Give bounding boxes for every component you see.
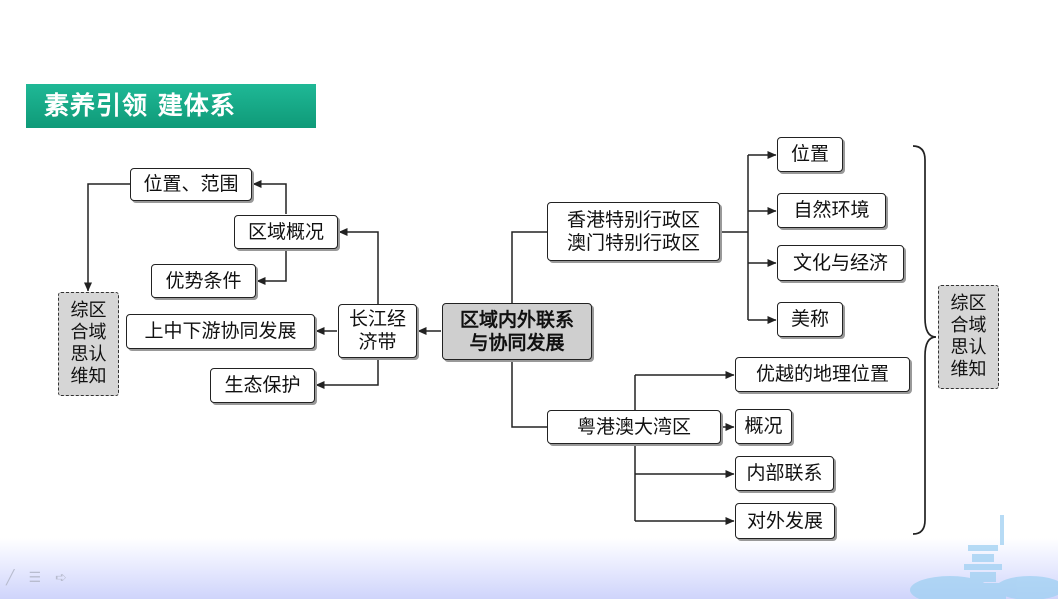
edge-changjiang-to-ecology [315,358,379,389]
edge-center-to-gba [511,360,547,428]
node-gba: 粤港澳大湾区 [547,410,721,444]
node-center-topic: 区域内外联系 与协同发展 [442,303,592,360]
footer-toolbar: ╱ ☰ ➪ [6,570,67,586]
literacy-box-right: 综区 合域 思认 维知 [938,285,999,389]
node-hk-macao: 香港特别行政区 澳门特别行政区 [547,202,720,261]
edge-hkmo-trunk [720,155,749,320]
node-youyue-weizhi: 优越的地理位置 [735,357,910,392]
node-wenhua-jingji: 文化与经济 [777,245,904,281]
edge-changjiang-to-overview [338,228,379,304]
edge-center-to-hkmo [511,231,547,303]
node-coordination: 上中下游协同发展 [126,314,315,349]
node-region-overview: 区域概况 [234,215,338,249]
node-ziranhuanjing: 自然环境 [777,193,886,228]
node-weizhi: 位置 [777,137,843,172]
node-gaikuang: 概况 [735,409,792,444]
pen-icon[interactable]: ╱ [6,570,15,586]
bottom-decoration-band [0,538,1058,599]
node-changjiang-belt: 长江经 济带 [338,304,417,358]
menu-icon[interactable]: ☰ [28,570,41,586]
arrow-right-icon[interactable]: ➪ [55,570,67,586]
right-curly-brace [912,145,937,535]
node-neibu-lianxi: 内部联系 [735,456,834,491]
node-meicheng: 美称 [777,302,843,337]
edge-overview-to-advantages [256,250,287,285]
edge-overview-to-location [252,180,287,214]
node-location-scope: 位置、范围 [130,168,252,201]
node-duiwai-fazhan: 对外发展 [735,503,835,539]
node-ecology: 生态保护 [210,368,315,403]
node-advantages: 优势条件 [151,264,256,298]
section-banner: 素养引领 建体系 [26,84,316,128]
edge-location-to-literacy [84,183,130,292]
literacy-box-left: 综区 合域 思认 维知 [58,292,119,396]
